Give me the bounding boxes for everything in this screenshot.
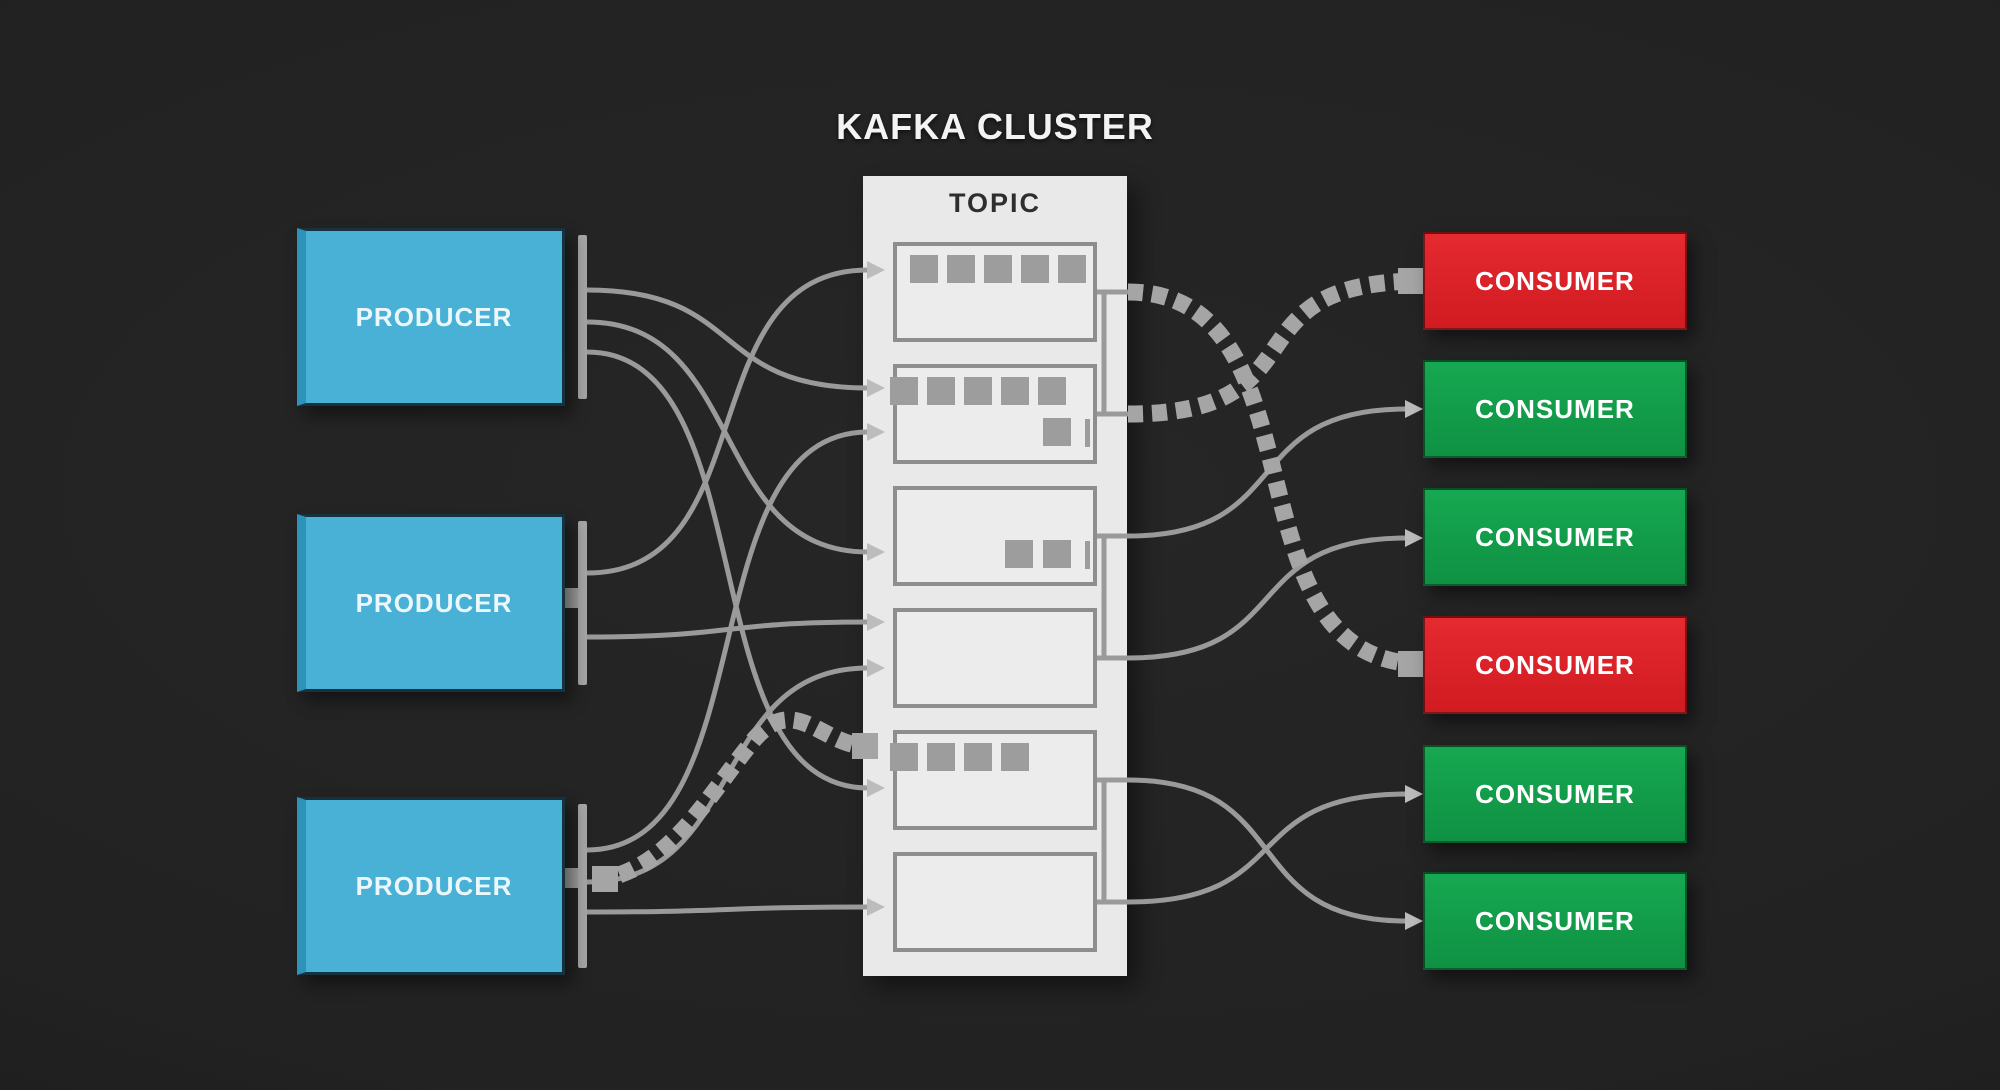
partition-2 [890, 364, 1097, 464]
producer-to-partition-line [586, 898, 885, 917]
message-train-to-consumer-1 [1127, 272, 1424, 423]
message-square [890, 743, 918, 771]
message-square [1021, 255, 1049, 283]
consumer-box-3-green: CONSUMER [1423, 488, 1687, 586]
producer-output-bar-2 [578, 521, 587, 685]
consumer-box-4-red: CONSUMER [1423, 616, 1687, 714]
message-square [1398, 268, 1424, 294]
consumer-label: CONSUMER [1475, 521, 1635, 552]
message-square [984, 255, 1012, 283]
message-square [947, 255, 975, 283]
partition-to-consumer-line [1127, 785, 1423, 905]
producer-to-partition-line [586, 349, 885, 797]
topic-label: TOPIC [948, 188, 1041, 218]
partition-6 [893, 852, 1097, 952]
producer-output-bar-3 [578, 804, 587, 968]
partition-5 [890, 730, 1097, 830]
message-square [910, 255, 938, 283]
producer-box-3: PRODUCER [297, 797, 565, 975]
message-square [927, 377, 955, 405]
message-square [1058, 255, 1086, 283]
message-square [592, 866, 618, 892]
message-square [1398, 651, 1424, 677]
producer-box-2: PRODUCER [297, 514, 565, 692]
producer-connector-nub [565, 588, 580, 608]
message-train-to-consumer-4 [1127, 283, 1424, 673]
message-square [890, 377, 918, 405]
message-bar [1085, 541, 1090, 569]
partition-to-consumer-line [1127, 529, 1423, 661]
message-square [1043, 418, 1071, 446]
producer-label: PRODUCER [355, 587, 513, 618]
consumer-box-1-red: CONSUMER [1423, 232, 1687, 330]
producer-output-bar-1 [578, 235, 587, 399]
message-square [964, 377, 992, 405]
message-square [1038, 377, 1066, 405]
message-train-from-producer-3 [594, 711, 867, 889]
message-square [964, 743, 992, 771]
producer-label: PRODUCER [355, 870, 513, 901]
partition-4 [893, 608, 1097, 708]
consumer-label: CONSUMER [1475, 265, 1635, 296]
message-square [1001, 743, 1029, 771]
producer-to-partition-line [586, 423, 885, 853]
partition-1 [893, 242, 1097, 342]
consumer-label: CONSUMER [1475, 649, 1635, 680]
consumer-box-5-green: CONSUMER [1423, 745, 1687, 843]
message-square [1001, 377, 1029, 405]
consumer-box-2-green: CONSUMER [1423, 360, 1687, 458]
diagram-title: KAFKA CLUSTER [836, 106, 1154, 147]
message-square [1005, 540, 1033, 568]
producer-box-1: PRODUCER [297, 228, 565, 406]
producer-to-partition-line [586, 319, 885, 561]
message-square [1043, 540, 1071, 568]
kafka-cluster-panel: TOPIC [863, 176, 1127, 976]
producer-to-partition-line [586, 287, 885, 397]
consumer-box-6-green: CONSUMER [1423, 872, 1687, 970]
producer-to-partition-line [586, 261, 885, 576]
message-square [927, 743, 955, 771]
consumer-label: CONSUMER [1475, 393, 1635, 424]
producer-connector-nub [565, 868, 580, 888]
consumer-label: CONSUMER [1475, 778, 1635, 809]
message-bar [1085, 419, 1090, 447]
message-square [852, 733, 878, 759]
partition-3 [893, 486, 1097, 586]
producer-to-partition-line [586, 613, 885, 640]
consumer-label: CONSUMER [1475, 905, 1635, 936]
producer-label: PRODUCER [355, 301, 513, 332]
